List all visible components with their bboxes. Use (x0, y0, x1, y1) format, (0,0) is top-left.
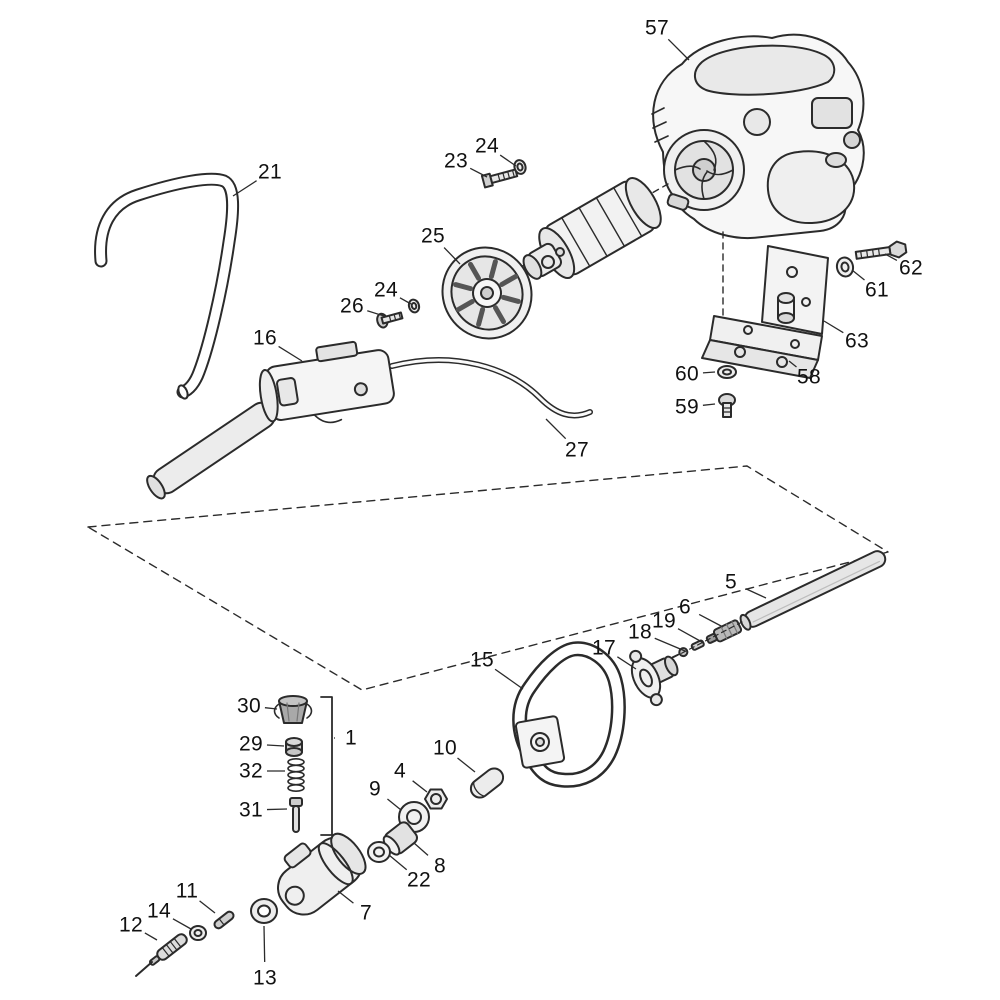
leader-line-27 (545, 418, 567, 440)
leader-line-4 (412, 780, 428, 793)
leader-line-11 (199, 900, 216, 914)
leader-line-31 (266, 808, 288, 811)
washer-24-mid-drawing (407, 298, 421, 314)
gear-head-7-drawing (277, 832, 367, 916)
bolt-62-drawing (854, 240, 908, 260)
leader-line-17 (617, 656, 637, 670)
leader-line-60 (702, 371, 716, 374)
coupler-17-drawing (629, 649, 679, 707)
leader-line-26 (367, 310, 385, 317)
plate-63-drawing (761, 245, 829, 335)
collet-29-drawing (285, 737, 303, 757)
leader-line-8 (413, 842, 429, 856)
leader-line-29 (266, 744, 285, 747)
leader-line-15 (494, 668, 524, 690)
leader-line-23 (469, 167, 488, 178)
leader-line-59 (702, 403, 716, 406)
nut-4-drawing (424, 788, 448, 810)
leader-line-30 (264, 707, 278, 710)
bracket-58-drawing (701, 315, 823, 379)
leader-line-21 (232, 180, 257, 197)
screw-26-drawing (376, 311, 404, 329)
leader-line-14 (172, 918, 192, 930)
clutch-drum-drawing (441, 246, 533, 340)
spacer-10-drawing (469, 767, 505, 799)
leader-line-61 (851, 269, 865, 281)
leader-line-12 (144, 932, 158, 941)
washer-14-drawing (189, 925, 207, 941)
leader-line-63 (823, 320, 844, 334)
assembly-1-bracket (320, 696, 333, 836)
leader-line-13 (263, 925, 266, 963)
washer-61-drawing (835, 256, 855, 278)
bushing-8-drawing (382, 821, 418, 856)
spring-32-drawing (287, 757, 305, 792)
leader-line-5 (745, 588, 767, 599)
leader-line-24 (499, 154, 517, 167)
washer-60-drawing (717, 365, 737, 379)
leader-line-6 (698, 613, 724, 628)
leader-line-62 (884, 253, 898, 261)
loop-handle-drawing (94, 172, 240, 400)
leader-line-24 (399, 297, 412, 305)
leader-line-10 (457, 757, 476, 773)
screw-59-drawing (718, 393, 736, 418)
ring-22-drawing (367, 841, 391, 863)
clutch-housing-drawing (522, 177, 662, 280)
throttle-housing-drawing (146, 340, 395, 500)
leader-line-57 (667, 38, 690, 61)
leader-line-19 (677, 628, 703, 643)
leader-line-16 (278, 345, 303, 362)
leader-line-58 (788, 360, 797, 368)
front-handle-drawing (512, 641, 626, 788)
alignment-plane-dashed-outline (87, 465, 889, 691)
engine-assembly-drawing (447, 33, 865, 319)
shaft-end-12-drawing (135, 933, 188, 977)
leader-line-7 (337, 890, 354, 904)
bearing-13-drawing (250, 898, 278, 924)
washer-24-upper-drawing (513, 159, 527, 175)
leader-line-9 (387, 798, 402, 811)
leader-line-25 (443, 247, 461, 265)
leader-line-22 (388, 854, 408, 871)
throttle-cable-drawing (389, 357, 593, 419)
pin-11-drawing (213, 910, 235, 930)
leader-line-18 (654, 637, 686, 652)
knob-30-drawing (273, 695, 313, 724)
pin-31-drawing (289, 797, 303, 833)
